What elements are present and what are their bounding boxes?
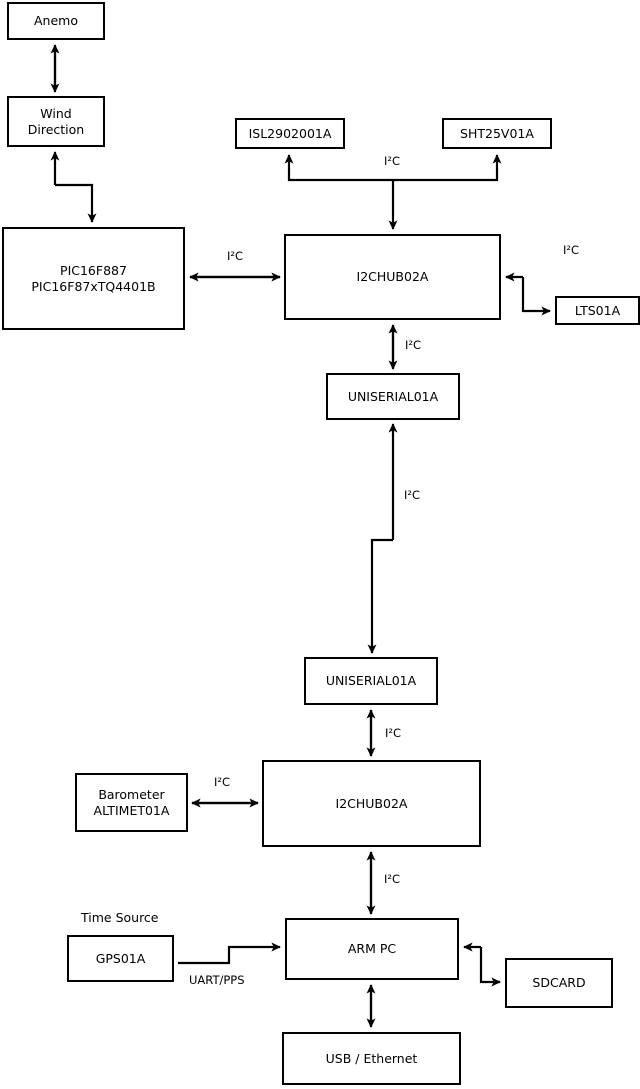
node-sdcard[interactable]: SDCARD [505,958,613,1008]
node-label-uniserial01a-bottom: UNISERIAL01A [325,673,417,689]
node-wind-direction[interactable]: Wind Direction [7,96,105,147]
edge-hub-lts-right [521,277,551,316]
node-lts01a[interactable]: LTS01A [555,296,640,325]
edge-gps-armpc [178,942,281,965]
node-label-lts01a: LTS01A [574,302,621,318]
edge-label-i2c-hub-uniserial1: I²C [405,338,422,352]
edge-wind-pic-down [55,183,97,223]
node-label-i2chub02a-top: I2CHUB02A [356,269,429,285]
edge-label-i2c-hub-armpc: I²C [384,872,401,886]
edge-label-i2c-barometer-hub: I²C [214,775,231,789]
node-label-gps01a: GPS01A [95,950,146,966]
edge-bus-sht [393,154,502,182]
node-label-pic-microcontroller: PIC16F887 PIC16F87xTQ4401B [31,262,156,294]
node-gps01a[interactable]: GPS01A [67,935,174,982]
node-label-i2chub02a-bottom: I2CHUB02A [335,795,408,811]
node-usb-ethernet[interactable]: USB / Ethernet [282,1032,461,1085]
node-sht25v01a[interactable]: SHT25V01A [442,118,552,149]
node-isl2902001a[interactable]: ISL2902001A [235,118,345,149]
node-label-sdcard: SDCARD [532,975,586,991]
edge-bus-isl [284,154,393,182]
node-i2chub02a-bottom[interactable]: I2CHUB02A [262,760,481,847]
node-label-usb-ethernet: USB / Ethernet [325,1050,418,1066]
node-arm-pc[interactable]: ARM PC [285,918,459,980]
edge-label-i2c-pic-hub: I²C [227,249,244,263]
node-i2chub02a-top[interactable]: I2CHUB02A [284,234,501,320]
node-label-uniserial01a-top: UNISERIAL01A [347,388,439,404]
node-label-anemo: Anemo [34,13,78,29]
node-label-wind-direction: Wind Direction [27,105,85,137]
node-label-isl2902001a: ISL2902001A [248,125,332,141]
edge-label-i2c-uniserial-link: I²C [404,488,421,502]
node-uniserial01a-top[interactable]: UNISERIAL01A [326,373,460,420]
node-label-barometer-altimet01a: Barometer ALTIMET01A [93,786,170,818]
edge-armpc-sdcard-right [479,947,501,987]
node-pic-microcontroller[interactable]: PIC16F887 PIC16F87xTQ4401B [2,227,185,330]
node-anemo[interactable]: Anemo [7,2,105,40]
edge-label-i2c-uniserial2-hub: I²C [385,726,402,740]
edge-label-uart-pps: UART/PPS [189,973,245,987]
node-label-arm-pc: ARM PC [347,941,397,957]
node-label-sht25v01a: SHT25V01A [460,125,534,141]
edge-label-i2c-hub-lts: I²C [563,243,580,257]
edge-uniserial-link-down [367,538,393,654]
node-barometer-altimet01a[interactable]: Barometer ALTIMET01A [75,773,188,832]
node-uniserial01a-bottom[interactable]: UNISERIAL01A [304,657,438,705]
label-time-source: Time Source [81,910,159,925]
edge-label-i2c-sensors-hub: I²C [384,154,401,168]
